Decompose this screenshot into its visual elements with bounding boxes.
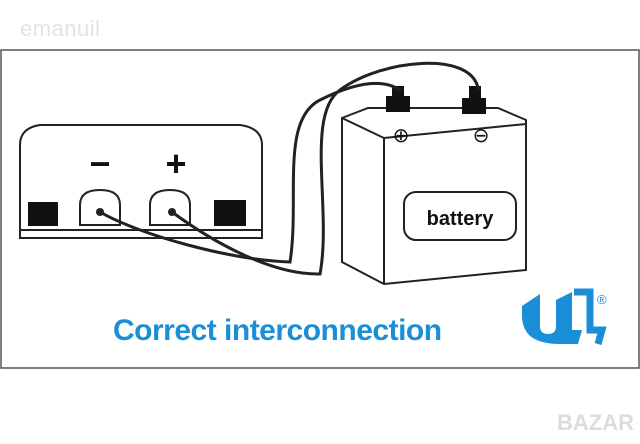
battery-label: battery	[427, 208, 495, 230]
registered-mark: ®	[597, 292, 607, 307]
battery: battery ⊕ ⊖	[341, 86, 527, 286]
negative-label: −	[89, 143, 110, 184]
controller-device: − +	[19, 124, 263, 239]
battery-label-box	[403, 191, 517, 241]
watermark-emanuil: emanuil	[20, 16, 101, 41]
ul-certification-logo: ®	[522, 288, 607, 345]
battery-plus-symbol: ⊕	[393, 123, 410, 147]
wire-negative	[98, 81, 402, 264]
caption-correct-interconnection: Correct interconnection	[113, 314, 442, 347]
negative-connector	[462, 98, 486, 114]
battery-minus-symbol: ⊖	[473, 123, 490, 147]
left-clamp	[28, 202, 58, 226]
watermark-bazar: BAZAR	[557, 410, 634, 435]
positive-label: +	[165, 143, 186, 184]
diagram-frame	[0, 49, 640, 369]
positive-connector	[386, 96, 410, 112]
right-clamp	[214, 200, 246, 226]
wire-positive	[170, 61, 480, 276]
wires	[98, 61, 480, 276]
